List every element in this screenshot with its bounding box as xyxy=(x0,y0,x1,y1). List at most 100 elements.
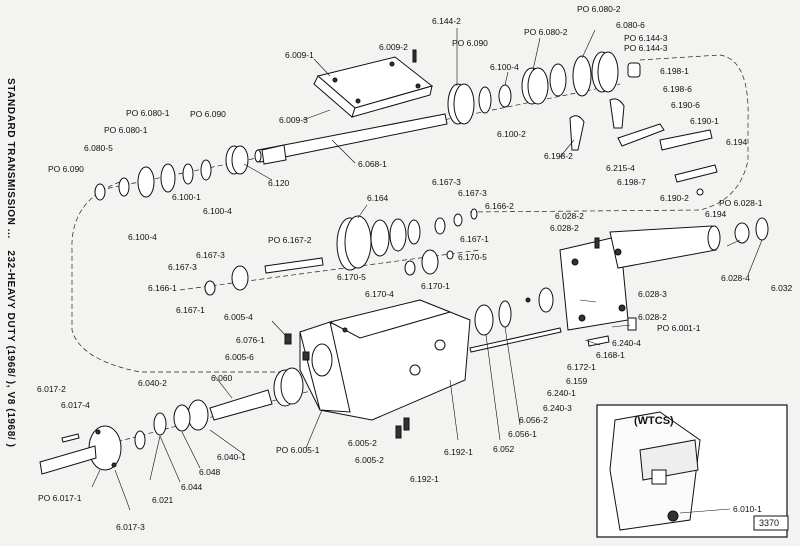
part-label: PO 6.144-3 xyxy=(624,33,668,43)
part-label: 6.076-1 xyxy=(236,335,265,345)
part-label: 6.194 xyxy=(726,137,748,147)
part-label: 6.100-4 xyxy=(203,206,232,216)
part-label: 6.009-2 xyxy=(379,42,408,52)
shift-forks xyxy=(569,98,718,196)
part-label: 6.028-2 xyxy=(555,211,584,221)
figure-number-box: 3370 xyxy=(753,515,789,531)
part-label: 6.017-2 xyxy=(37,384,66,394)
part-label: 6.170-5 xyxy=(458,252,487,262)
part-label: 6.100-4 xyxy=(128,232,157,242)
part-label: 6.167-3 xyxy=(432,177,461,187)
part-label: 6.198-6 xyxy=(663,84,692,94)
part-label: 6.166-2 xyxy=(485,201,514,211)
side-title-line1: STANDARD TRANSMISSION ... xyxy=(5,78,16,239)
part-label: 6.190-2 xyxy=(660,193,689,203)
part-label: 6.192-1 xyxy=(410,474,439,484)
part-label: 6.240-1 xyxy=(547,388,576,398)
part-labels: 6.144-2 PO 6.080-2 6.080-6 6.009-1 6.009… xyxy=(37,4,793,532)
part-label: 6.240-3 xyxy=(543,403,572,413)
wtcs-inset: (WTCS) 6.010-1 xyxy=(596,404,788,538)
part-label: 6.167-3 xyxy=(458,188,487,198)
part-label: 6.028-2 xyxy=(550,223,579,233)
part-label: 6.100-1 xyxy=(172,192,201,202)
part-label: 6.009-3 xyxy=(279,115,308,125)
rear-bearing-parts xyxy=(469,287,562,353)
transmission-case xyxy=(299,299,471,421)
top-cover xyxy=(313,49,434,118)
part-label: PO 6.028-1 xyxy=(719,198,763,208)
part-label: 6.172-1 xyxy=(567,362,596,372)
part-label: 6.198-1 xyxy=(660,66,689,76)
part-label: 6.198-7 xyxy=(617,177,646,187)
part-label: 6.240-4 xyxy=(612,338,641,348)
part-label: PO 6.090 xyxy=(48,164,84,174)
input-shaft xyxy=(134,367,304,450)
part-label: 6.056-1 xyxy=(508,429,537,439)
extension-housing xyxy=(559,217,769,331)
mainshaft xyxy=(254,113,448,165)
part-label: 6.028-4 xyxy=(721,273,750,283)
part-label: PO 6.080-2 xyxy=(524,27,568,37)
part-label: 6.080-6 xyxy=(616,20,645,30)
part-label: PO 6.144-3 xyxy=(624,43,668,53)
input-gear-cluster xyxy=(94,145,249,201)
part-label: PO 6.017-1 xyxy=(38,493,82,503)
part-label: 6.170-1 xyxy=(421,281,450,291)
part-label: 6.032 xyxy=(771,283,793,293)
part-label: 6.040-1 xyxy=(217,452,246,462)
part-label: 6.060 xyxy=(211,373,233,383)
part-label: 6.048 xyxy=(199,467,221,477)
part-label: 6.068-1 xyxy=(358,159,387,169)
part-label: 6.168-1 xyxy=(596,350,625,360)
part-label: 6.009-1 xyxy=(285,50,314,60)
side-title: STANDARD TRANSMISSION ... 232-HEAVY DUTY… xyxy=(5,78,16,448)
part-label: 6.005-2 xyxy=(355,455,384,465)
part-label: 6.100-2 xyxy=(497,129,526,139)
part-label: 6.194 xyxy=(705,209,727,219)
part-label: 6.100-4 xyxy=(490,62,519,72)
part-label: 6.170-4 xyxy=(365,289,394,299)
part-label: PO 6.080-1 xyxy=(126,108,170,118)
part-label: 6.170-5 xyxy=(337,272,366,282)
part-label: 6.120 xyxy=(268,178,290,188)
part-label: 6.017-4 xyxy=(61,400,90,410)
assembly-outline xyxy=(71,181,300,373)
part-label: 6.056-2 xyxy=(519,415,548,425)
part-label: 6.005-4 xyxy=(224,312,253,322)
part-label: PO 6.090 xyxy=(190,109,226,119)
inset-title: (WTCS) xyxy=(634,415,674,427)
part-label: 6.005-2 xyxy=(348,438,377,448)
part-label: 6.028-3 xyxy=(638,289,667,299)
part-label: 6.215-4 xyxy=(606,163,635,173)
part-label: 6.167-3 xyxy=(196,250,225,260)
figure-number: 3370 xyxy=(759,518,779,528)
part-label: 6.044 xyxy=(181,482,203,492)
front-bearing-retainer xyxy=(39,425,122,475)
part-label: 6.040-2 xyxy=(138,378,167,388)
part-label: 6.005-6 xyxy=(225,352,254,362)
part-label: 6.080-5 xyxy=(84,143,113,153)
part-label: 6.021 xyxy=(152,495,174,505)
part-label: PO 6.001-1 xyxy=(657,323,701,333)
part-label: PO 6.080-2 xyxy=(577,4,621,14)
part-label: PO 6.167-2 xyxy=(268,235,312,245)
part-label: 6.028-2 xyxy=(638,312,667,322)
part-label: 6.192-1 xyxy=(444,447,473,457)
part-label: PO 6.005-1 xyxy=(276,445,320,455)
part-label: 6.190-6 xyxy=(671,100,700,110)
part-label: 6.190-1 xyxy=(690,116,719,126)
part-label: 6.167-3 xyxy=(168,262,197,272)
part-label: PO 6.090 xyxy=(452,38,488,48)
inset-label: 6.010-1 xyxy=(733,504,762,514)
assembly-outline-right xyxy=(469,54,749,213)
part-label: 6.166-1 xyxy=(148,283,177,293)
part-label: 6.198-2 xyxy=(544,151,573,161)
countershaft-gear xyxy=(336,208,478,276)
part-label: 6.159 xyxy=(566,376,588,386)
leader-lines xyxy=(91,28,763,511)
part-label: 6.167-1 xyxy=(460,234,489,244)
countershaft xyxy=(264,257,324,274)
part-label: 6.052 xyxy=(493,444,515,454)
side-title-line2: 232-HEAVY DUTY (1968/ ), V8 (1968/ ) xyxy=(5,250,16,447)
